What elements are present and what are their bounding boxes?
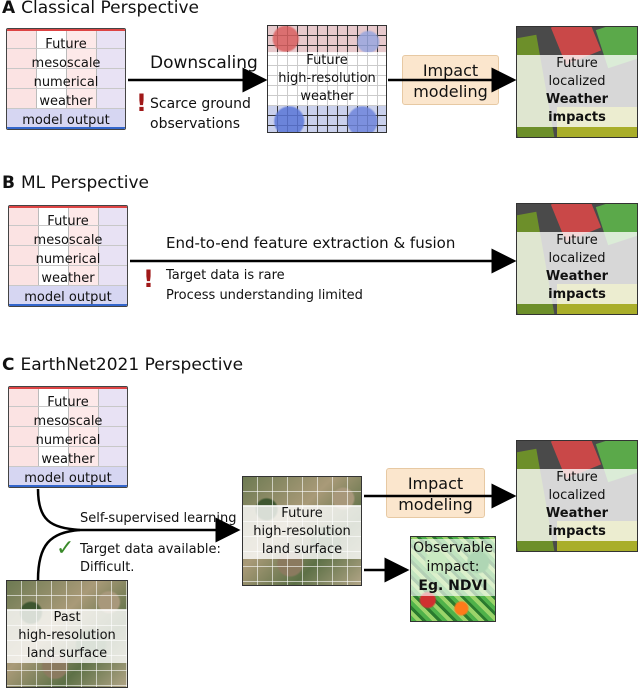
grid-line-3: numerical (33, 75, 99, 90)
checkmark-icon: ✓ (56, 536, 75, 561)
target-available-note: Target data available:Difficult. (80, 542, 221, 575)
grid-line-1: Future (45, 37, 87, 52)
self-supervised-arrow (36, 488, 241, 543)
end-to-end-label: End-to-end feature extraction & fusion (166, 234, 456, 252)
grid-line-5: model output (22, 113, 110, 128)
downscaling-label: Downscaling (150, 53, 258, 73)
grid-line-4: weather (39, 94, 93, 109)
weather-model-grid-a: Future mesoscale numerical weather model… (6, 28, 126, 130)
warning-exclamation-icon-b: ! (143, 265, 154, 293)
grid-line-2: mesoscale (31, 56, 101, 71)
hires-weather-grid: Future high-resolution weather (267, 25, 387, 133)
past-merge-line (36, 528, 81, 581)
warning-exclamation-icon: ! (136, 89, 147, 117)
self-supervised-label: Self-supervised learning (80, 511, 237, 526)
